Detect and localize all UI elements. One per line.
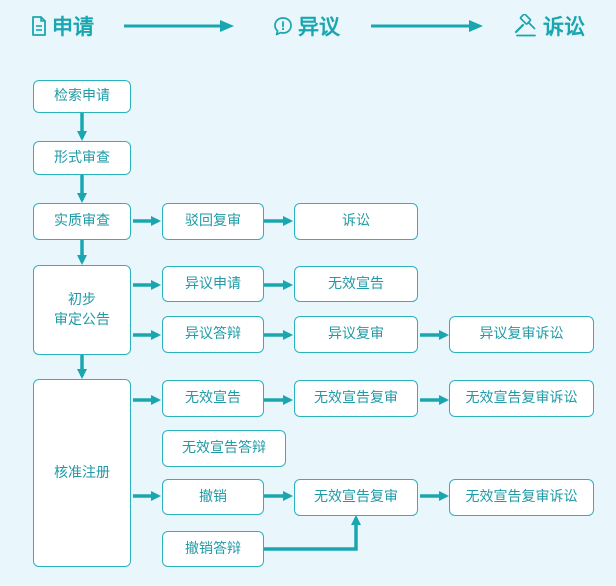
stage-application-label: 申请 [52,15,94,39]
box-invalidation-review: 无效宣告复审 [294,380,418,417]
stage-litigation-label: 诉讼 [543,15,585,39]
box-invalidation-review-litigation: 无效宣告复审诉讼 [449,380,594,417]
box-revocation: 撤销 [162,479,264,515]
stage-opposition-label: 异议 [298,15,340,39]
box-rejection-review: 驳回复审 [162,203,264,240]
box-formal-examination: 形式审查 [33,141,131,175]
box-opposition-review-litigation: 异议复审诉讼 [449,316,594,353]
document-icon [30,15,48,37]
header-arrow-2 [371,20,483,32]
box-invalidation-declaration-2: 无效宣告 [162,380,264,417]
stage-opposition: 异议 [272,12,340,40]
box-search-application: 检索申请 [33,80,131,113]
box-substantive-examination: 实质审查 [33,203,131,240]
box-opposition-review: 异议复审 [294,316,418,353]
box-preliminary-publication: 初步 审定公告 [33,265,131,355]
box-invalidation-reply: 无效宣告答辩 [162,430,286,467]
stage-litigation: 诉讼 [513,12,585,40]
header-arrow-1 [124,20,234,32]
box-invalidation-declaration: 无效宣告 [294,266,418,302]
arrow-revocation-reply-to-review [264,515,361,551]
box-litigation: 诉讼 [294,203,418,240]
chat-bubble-icon [272,15,294,37]
box-opposition-reply: 异议答辩 [162,316,264,353]
box-opposition-application: 异议申请 [162,266,264,302]
stage-application: 申请 [30,12,94,40]
box-invalidation-review-litigation-2: 无效宣告复审诉讼 [449,479,594,516]
box-revocation-reply: 撤销答辩 [162,531,264,567]
box-approved-registration: 核准注册 [33,379,131,567]
gavel-icon [513,14,539,38]
box-invalidation-review-2: 无效宣告复审 [294,479,418,516]
